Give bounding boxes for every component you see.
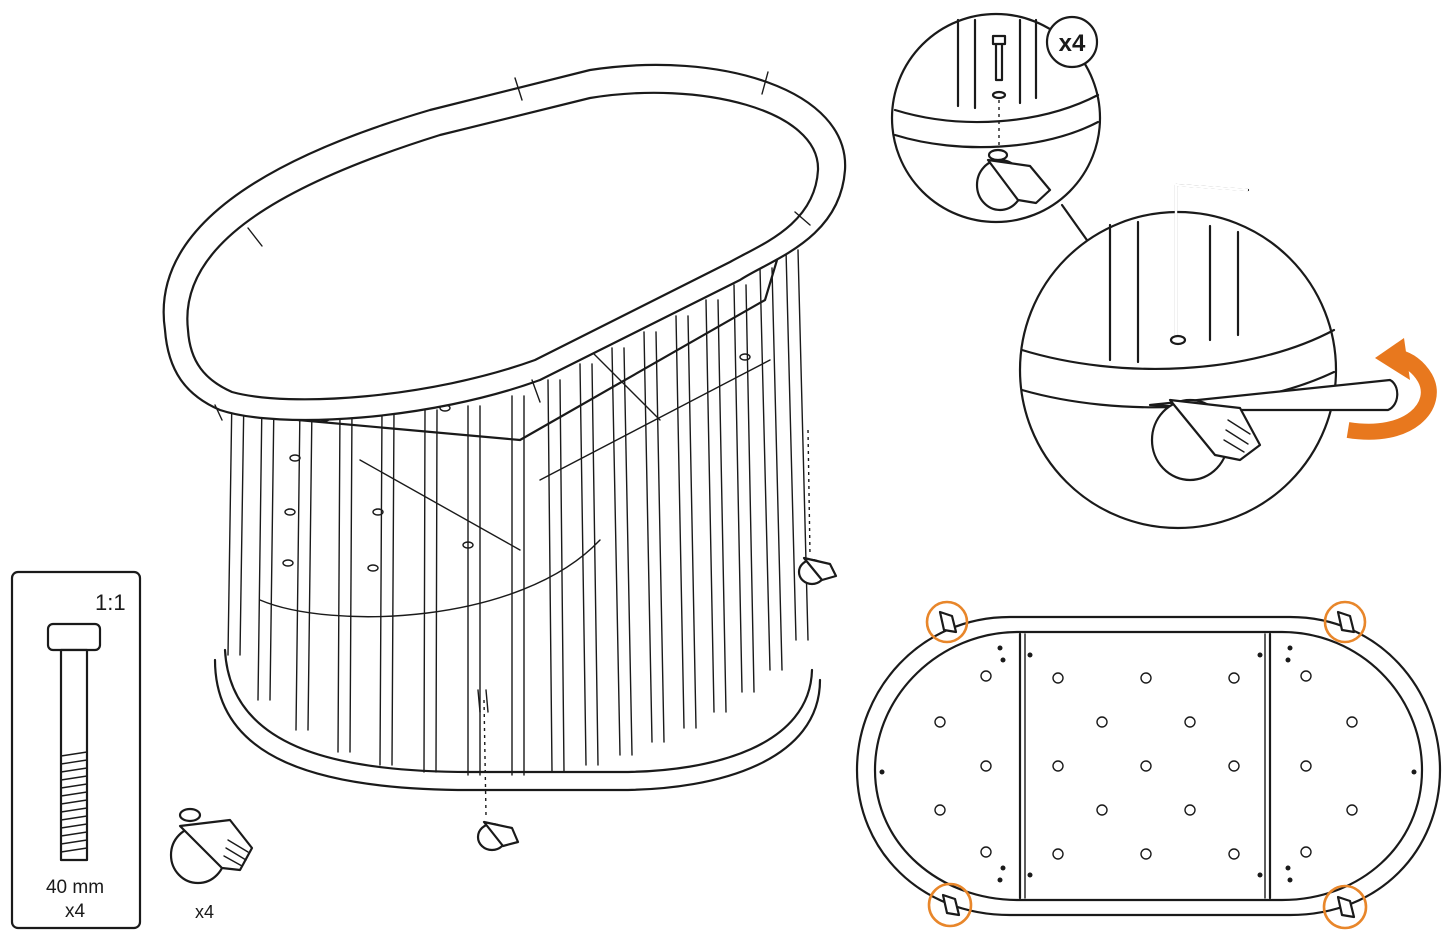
wrench-handle [1148,378,1399,412]
caster-quantity-label: x4 [195,902,214,922]
base-frame-inner [873,630,1424,902]
callout-quantity-label: x4 [1059,30,1086,57]
detail-circle-bolt [890,12,1102,224]
rotate-arrow-icon [1346,338,1437,440]
caster-highlight-top-left [925,600,969,644]
bolt-card: 1:1 40 mm x4 [10,570,142,930]
detail-bolt [994,40,1004,82]
crib-rail-joints [214,71,811,421]
callout-quantity-badge: x4 [1045,15,1099,69]
crib-lower-ellipse [259,539,601,618]
base-panel-seams [1018,632,1272,900]
base-holes [934,670,1358,860]
base-panel-seams-inner [1024,633,1266,899]
caster-highlight-bottom-right [1322,884,1368,930]
detail-circle-tighten [1018,210,1399,530]
crib-bottom-rail-inner [223,648,814,774]
crib-caster-front [476,689,520,852]
crib-top-rail-inner [186,91,820,401]
crib-bottom-rail-outer [213,658,822,792]
bolt-quantity-label: x4 [65,901,86,922]
bolt-length-label: 40 mm [46,877,104,898]
crib-lower-structure [359,359,771,551]
detail-slats [956,18,1038,110]
allen-key-icon [1169,183,1250,346]
crib-caster-back [797,429,838,586]
tighten-slats [1108,220,1240,364]
bolt-card-frame [10,570,142,930]
crib-illustration [162,63,847,852]
tighten-rail-top [1020,328,1336,371]
bolt-icon [46,622,102,862]
scale-label: 1:1 [95,590,126,615]
caster-highlight-top-right [1323,600,1367,644]
caster-highlight-bottom-left [927,882,973,928]
base-top-view [855,600,1442,930]
detail-rail-bottom [893,120,1100,149]
caster-wheel-icon [169,807,254,885]
base-dots [879,645,1417,883]
